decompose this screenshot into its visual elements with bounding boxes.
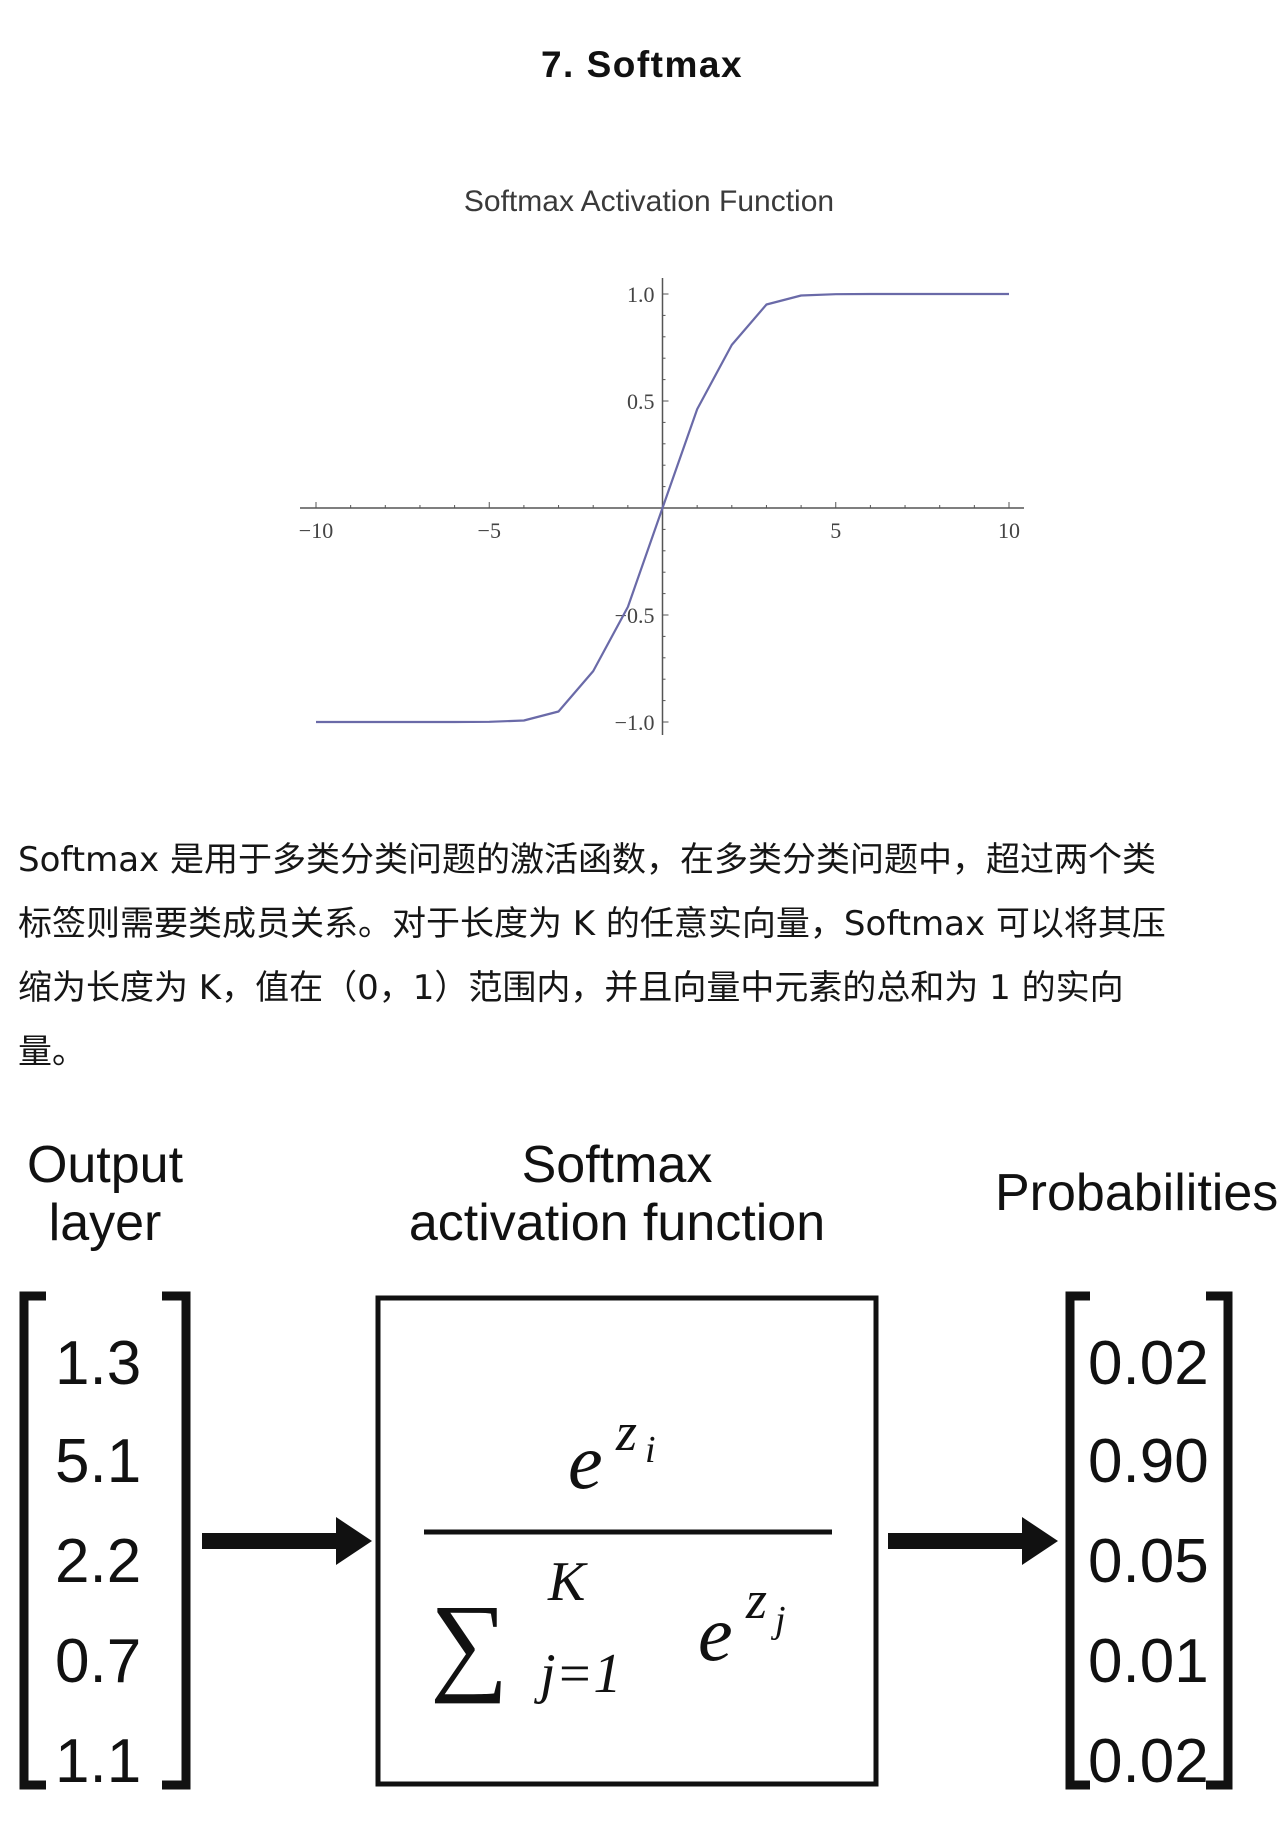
arrow-right-icon xyxy=(202,1517,372,1565)
output-value: 5.1 xyxy=(55,1427,141,1496)
y-tick-label: 0.5 xyxy=(627,389,655,414)
sum-upper-limit: K xyxy=(547,1551,588,1613)
function-title: Softmax xyxy=(522,1136,713,1194)
function-title: activation function xyxy=(409,1194,825,1252)
denominator-base: e xyxy=(698,1590,733,1677)
x-tick-label: −10 xyxy=(299,518,333,543)
output-value: 1.3 xyxy=(55,1329,141,1398)
page-title: 7. Softmax xyxy=(540,44,744,85)
probability-values: 0.02 0.90 0.05 0.01 0.02 xyxy=(1088,1329,1209,1796)
x-tick-label: −5 xyxy=(478,518,501,543)
probability-value: 0.90 xyxy=(1088,1427,1209,1496)
chart-ticks: −10 −5 5 10 1.0 0.5 −0.5 −1.0 xyxy=(299,282,1020,735)
left-vector-bracket xyxy=(19,1291,191,1790)
paragraph-line: 量。 xyxy=(18,1032,86,1072)
arrow-right-icon xyxy=(888,1517,1058,1565)
sum-symbol: ∑ xyxy=(430,1582,508,1704)
paragraph-line: 标签则需要类成员关系。对于长度为 K 的任意实向量，Softmax 可以将其压 xyxy=(18,904,1166,944)
probability-value: 0.01 xyxy=(1088,1627,1209,1696)
denominator-exponent: z xyxy=(745,1570,767,1630)
paragraph-line: 缩为长度为 K，值在（0，1）范围内，并且向量中元素的总和为 1 的实向 xyxy=(18,968,1124,1008)
sum-lower-limit: j=1 xyxy=(534,1643,621,1705)
softmax-formula-box xyxy=(375,1295,879,1787)
output-value: 2.2 xyxy=(55,1527,141,1596)
output-layer-title: layer xyxy=(49,1194,162,1252)
y-tick-label: −0.5 xyxy=(615,603,655,628)
output-value: 0.7 xyxy=(55,1627,141,1696)
numerator-base: e xyxy=(568,1418,603,1505)
chart-title: Softmax Activation Function xyxy=(464,185,834,218)
probability-value: 0.02 xyxy=(1088,1727,1209,1796)
output-value: 1.1 xyxy=(55,1727,141,1796)
output-layer-title: Output xyxy=(27,1136,184,1194)
y-tick-label: −1.0 xyxy=(615,710,655,735)
softmax-chart: Softmax Activation Function −10 −5 5 10 1.0 0… xyxy=(299,185,1024,735)
numerator-exponent: z xyxy=(615,1402,637,1462)
output-values: 1.3 5.1 2.2 0.7 1.1 xyxy=(55,1329,141,1796)
softmax-formula: e z i ∑ K j=1 e z j xyxy=(424,1402,832,1705)
right-vector-bracket xyxy=(1065,1291,1233,1790)
softmax-diagram: Output layer Softmax activation function… xyxy=(19,1136,1278,1796)
probability-value: 0.05 xyxy=(1088,1527,1209,1596)
numerator-exponent-subscript: i xyxy=(645,1429,656,1471)
paragraph-line: Softmax 是用于多类分类问题的激活函数，在多类分类问题中，超过两个类 xyxy=(18,840,1156,880)
probabilities-title: Probabilities xyxy=(995,1164,1278,1222)
x-tick-label: 10 xyxy=(998,518,1020,543)
series-line xyxy=(316,292,1009,724)
probability-value: 0.02 xyxy=(1088,1329,1209,1398)
x-tick-label: 5 xyxy=(830,518,841,543)
description-paragraph: Softmax 是用于多类分类问题的激活函数，在多类分类问题中，超过两个类 标签… xyxy=(18,828,1284,1084)
y-tick-label: 1.0 xyxy=(627,282,655,307)
chart-series xyxy=(316,292,1009,724)
